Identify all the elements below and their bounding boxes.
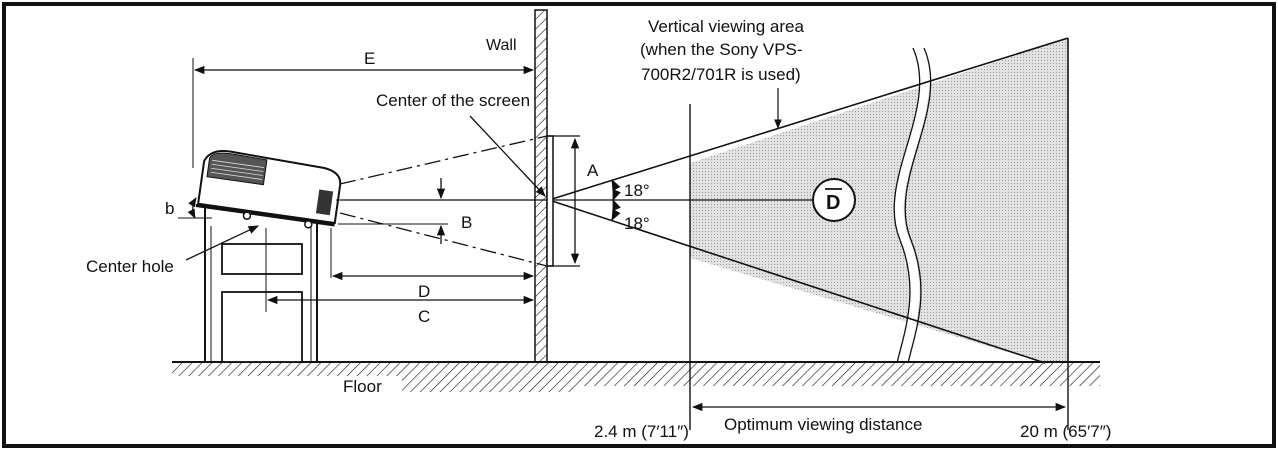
distance-break-curve (894, 46, 930, 365)
optimum-distance-label: Optimum viewing distance (724, 415, 922, 434)
vertical-area-line-3: 700R2/701R is used) (641, 65, 801, 84)
floor-hatch-cover-2 (578, 386, 1100, 394)
stand-drawer (221, 243, 303, 275)
center-hole-arrow (185, 225, 259, 261)
view-edge-top (548, 37, 1069, 201)
view-edge-bottom (548, 199, 1046, 364)
viewer-eye-letter: D (826, 192, 840, 214)
center-of-screen-label: Center of the screen (376, 91, 530, 110)
projector-foot-right (304, 220, 313, 229)
angle-lower-label: 18° (624, 214, 650, 233)
distance-break-curve-right (904, 47, 932, 364)
screen-panel (546, 135, 554, 267)
angle-arc-lower (611, 198, 621, 222)
center-of-screen-arrow (469, 115, 546, 197)
center-hole-label: Center hole (86, 257, 174, 276)
angle-arc-upper (611, 178, 621, 202)
dim-b-upper-label: B (461, 213, 472, 232)
vertical-area-line-1: Vertical viewing area (648, 17, 804, 36)
vertical-area-line-2: (when the Sony VPS- (640, 40, 803, 59)
wall-label: Wall (486, 37, 517, 54)
dim-a-label: A (587, 161, 599, 180)
dim-b-lower-label: b (165, 199, 174, 218)
angle-upper-label: 18° (624, 181, 650, 200)
stand-door (221, 291, 303, 363)
projector-lens-window (315, 189, 334, 216)
dim-e-label: E (364, 49, 375, 68)
dim-d-label: D (418, 282, 430, 301)
projector-top-grille (206, 152, 268, 186)
beam-bottom (339, 212, 548, 267)
distance-break-curve-left (893, 47, 921, 364)
projector (195, 149, 342, 229)
dim-b-small-arc (187, 197, 197, 219)
near-distance-label: 2.4 m (7′11″) (594, 422, 689, 441)
viewing-area-shade (690, 38, 1068, 363)
projector-foot-left (242, 211, 252, 220)
beam-top (339, 135, 548, 185)
floor-label: Floor (343, 377, 382, 396)
far-distance-label: 20 m (65′7″) (1020, 422, 1111, 441)
floor-hatch-cover (172, 376, 402, 394)
dim-c-label: C (418, 307, 430, 326)
viewer-eye-icon (812, 178, 856, 222)
wall-body (534, 9, 548, 363)
